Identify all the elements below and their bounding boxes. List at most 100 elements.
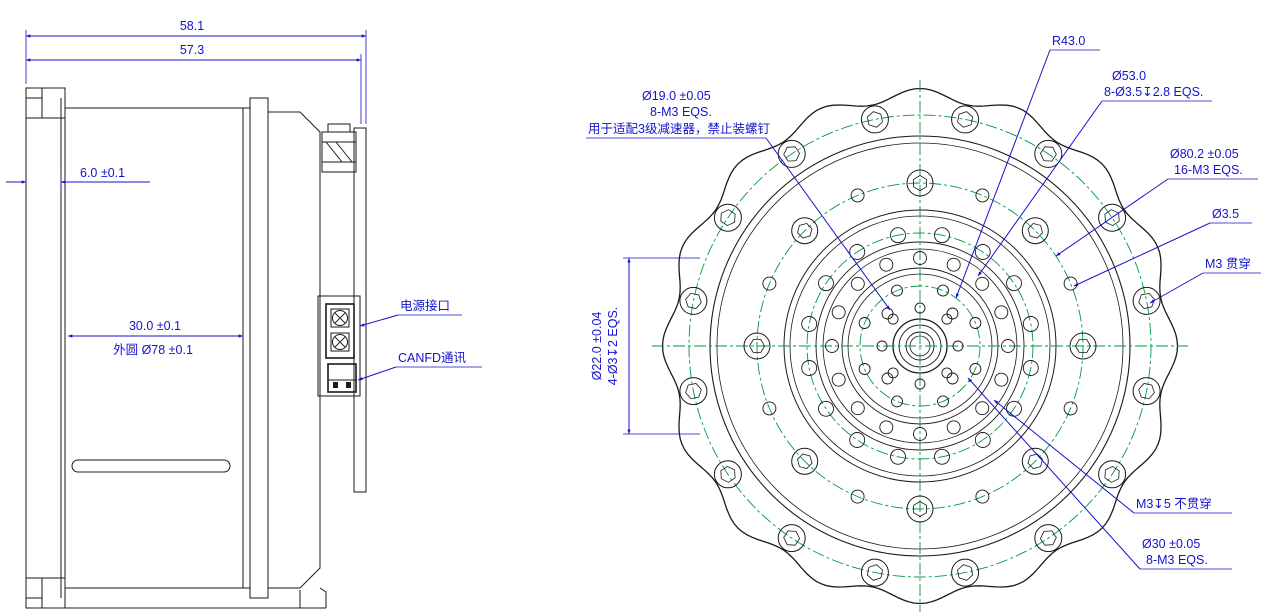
bolt-hole [881, 372, 894, 385]
socket-screw-hole [743, 332, 771, 360]
bolt-hole [941, 313, 953, 325]
hex-socket [1027, 223, 1043, 239]
note-m3-blind-text: M3↧5 不贯穿 [1136, 496, 1212, 511]
socket-screw-hole [1069, 332, 1097, 360]
canfd-pin-2 [346, 382, 351, 388]
bolt-hole [975, 188, 990, 203]
socket-screw-hole [860, 105, 889, 134]
flange-detail-lines [26, 88, 65, 608]
bolt-hole [762, 276, 777, 291]
hex-socket [1138, 383, 1155, 400]
socket-screw-hole [1132, 286, 1161, 315]
bolt-hole [887, 367, 899, 379]
bolt-hole [818, 275, 834, 292]
bolt-hole [914, 302, 926, 314]
dim-d80-line2-text: 16-M3 EQS. [1174, 163, 1243, 177]
bolt-hole [825, 339, 839, 353]
front-view-geometry [652, 80, 1188, 612]
hex-socket [1039, 146, 1057, 162]
hex-socket [1104, 465, 1120, 483]
socket-screw-hole [906, 495, 934, 523]
power-port-label: 电源接口 [400, 298, 450, 313]
hex-socket [866, 564, 883, 581]
bolt-circle-centerline [806, 232, 1034, 460]
power-terminal-2-pin [332, 334, 348, 350]
socket-screw-hole [679, 286, 708, 315]
bolt-hole [891, 284, 903, 297]
hex-socket [1138, 292, 1155, 309]
socket-screw-hole [679, 377, 708, 406]
bolt-hole [946, 307, 959, 320]
front-view-dimensions: R43.0 Ø53.0 8-Ø3.5↧2.8 EQS. Ø19.0 ±0.05 … [586, 34, 1261, 570]
bolt-hole [890, 448, 906, 465]
bolt-hole [858, 363, 871, 375]
terminal-2-cross [334, 336, 346, 348]
bolt-hole [801, 360, 818, 376]
canfd-pin-1 [333, 382, 338, 388]
dim-total-width-text: 58.1 [180, 19, 204, 33]
bolt-hole [849, 432, 866, 448]
bolt-circle-centerline [688, 114, 1152, 578]
dim-d35-text: Ø3.5 [1212, 207, 1239, 221]
bolt-hole [969, 363, 982, 375]
bolt-hole [801, 316, 818, 332]
body-slot [71, 459, 231, 473]
hex-socket [720, 465, 736, 483]
note-m3-through-leader [1149, 272, 1204, 304]
bolt-hole [974, 432, 991, 448]
hex-socket [783, 146, 801, 162]
dim-r43-text: R43.0 [1052, 34, 1085, 48]
socket-screw-hole [1034, 524, 1063, 553]
socket-screw-hole [951, 558, 980, 587]
socket-screw-hole [713, 203, 742, 232]
socket-screw-hole [906, 169, 934, 197]
bolt-hole [952, 340, 964, 352]
socket-screw-hole [1098, 460, 1127, 489]
dim-58-extension-lines [25, 30, 367, 124]
note-m3-through-text: M3 贯穿 [1205, 256, 1251, 271]
dim-d35-leader [1073, 222, 1211, 287]
bolt-hole [946, 257, 961, 272]
bolt-hole [914, 378, 926, 390]
bolt-hole [1006, 275, 1022, 292]
bolt-hole [975, 401, 990, 416]
bolt-hole [1022, 316, 1039, 332]
dim-body-width-text: 57.3 [180, 43, 204, 57]
bolt-hole [858, 317, 871, 329]
hex-socket [913, 501, 927, 517]
canfd-port-label: CANFD通讯 [398, 351, 467, 365]
dim-d22-line2-text: 4-Ø3↧2 EQS. [606, 307, 620, 386]
top-plug [321, 131, 357, 173]
bolt-hole [946, 372, 959, 385]
connector-panel [317, 295, 361, 397]
dim-d53-line1-text: Ø53.0 [1112, 69, 1146, 83]
hex-socket [913, 175, 927, 191]
dim-d53-leader [977, 100, 1103, 277]
mid-ring [249, 97, 269, 599]
bolt-hole [850, 489, 865, 504]
output-flange [25, 87, 66, 609]
bolt-hole [913, 251, 927, 265]
bolt-hole [879, 257, 894, 272]
hex-socket [749, 339, 765, 353]
bolt-hole [850, 188, 865, 203]
dim-d19-note-text: 用于适配3级减速器，禁止装螺钉 [588, 122, 770, 136]
top-plug-hatch [322, 141, 356, 163]
socket-screw-hole [791, 217, 819, 245]
canfd-connector [327, 363, 357, 393]
hex-socket [1075, 339, 1091, 353]
socket-screw-hole [1132, 377, 1161, 406]
hex-socket [685, 292, 702, 309]
bolt-hole [831, 305, 846, 320]
bolt-hole [969, 317, 982, 329]
power-terminal-1-pin [332, 310, 348, 326]
top-plug-cap [327, 123, 351, 133]
dim-r43-leader [955, 49, 1051, 299]
canfd-label-leader [357, 366, 397, 381]
dim-d19-line2-text: 8-M3 EQS. [650, 105, 712, 119]
bolt-hole [974, 244, 991, 260]
bolt-hole [891, 395, 903, 408]
socket-screw-hole [1034, 139, 1063, 168]
bolt-hole [1022, 360, 1039, 376]
